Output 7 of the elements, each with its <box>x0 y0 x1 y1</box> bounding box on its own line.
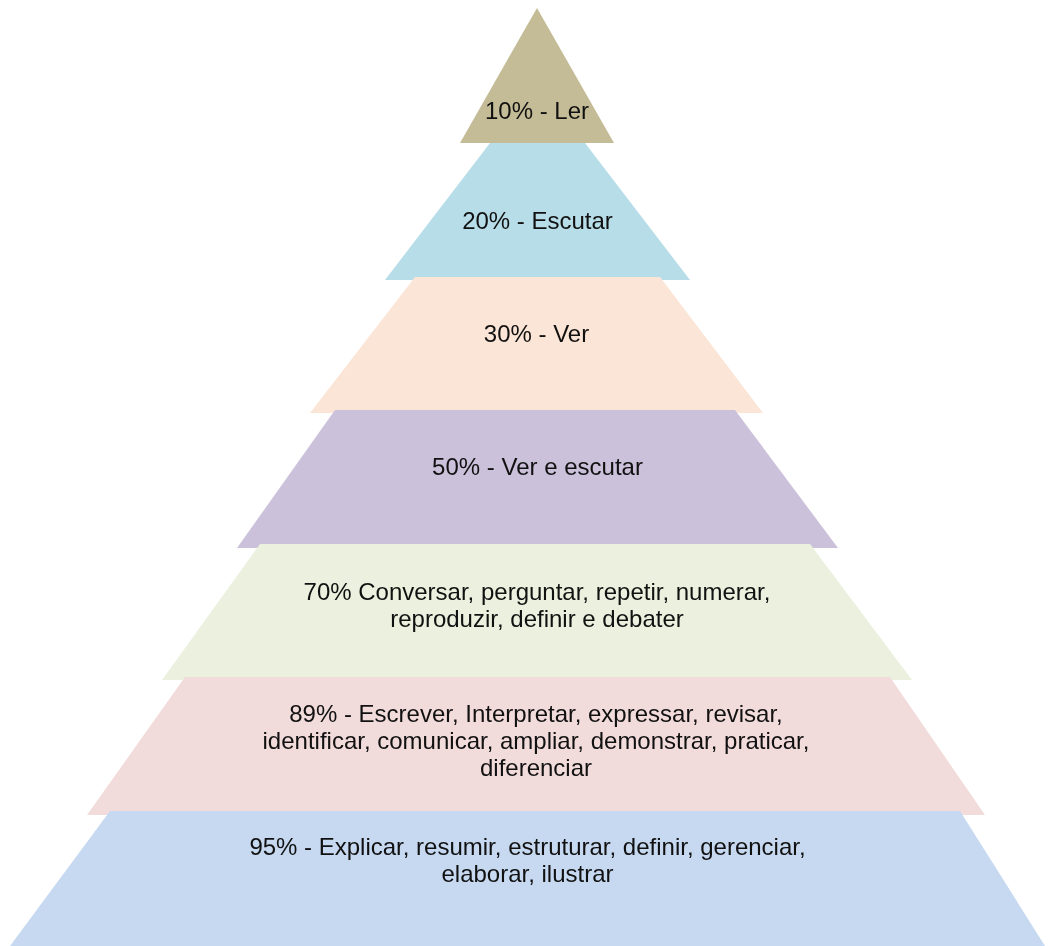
tier-label: 89% - Escrever, Interpretar, expressar, revisar, identificar, comunicar, ampliar, demonstrar, praticar, diferenciar <box>261 699 811 781</box>
tier-label: 10% - Ler <box>483 96 591 124</box>
tier-label: 95% - Explicar, resumir, estruturar, definir, gerenciar, elaborar, ilustrar <box>248 833 807 887</box>
tier-label: 50% - Ver e escutar <box>431 452 644 480</box>
tier-label: 20% - Escutar <box>461 206 614 234</box>
tier-label: 70% Conversar, perguntar, repetir, numerar, reproduzir, definir e debater <box>302 578 772 632</box>
tier-label: 30% - Ver <box>482 319 591 347</box>
